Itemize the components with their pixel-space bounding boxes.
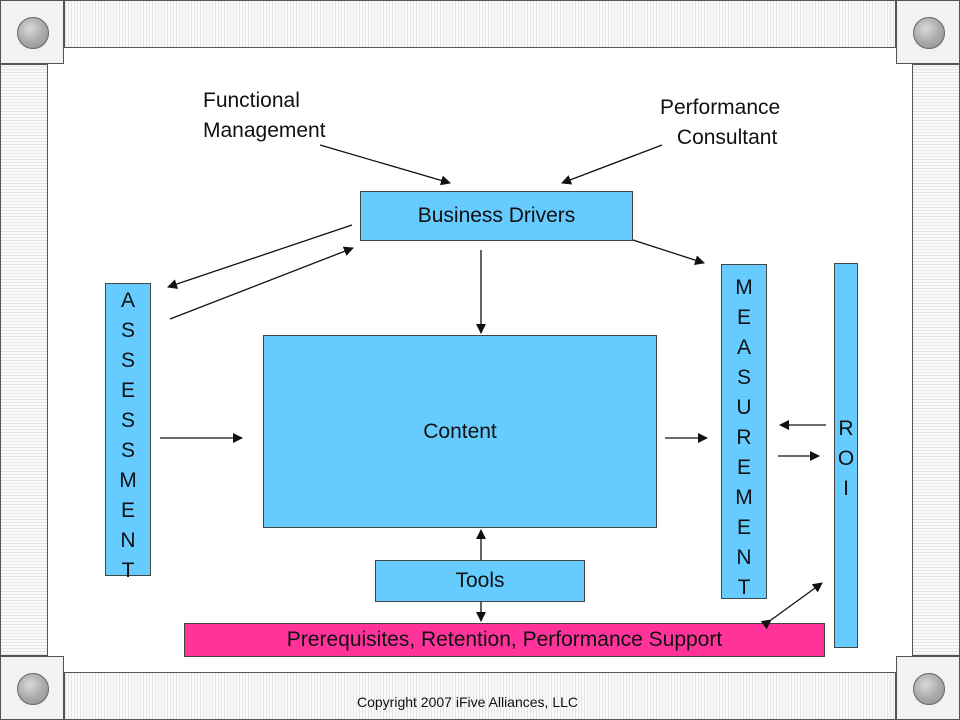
business-drivers-box: Business Drivers: [360, 191, 633, 241]
knob-icon: [913, 673, 945, 705]
prerequisites-box: Prerequisites, Retention, Performance Su…: [184, 623, 825, 657]
measurement-letter: S: [736, 366, 751, 389]
measurement-letter: A: [736, 336, 751, 359]
roi-letter: R: [838, 417, 854, 440]
frame-left-bar: [0, 64, 48, 656]
assessment-box: A S S E S S M E N T: [105, 283, 151, 582]
measurement-letter: M: [735, 276, 753, 299]
frame-top-bar: [64, 0, 896, 48]
arrow-functional-to-drivers: [319, 144, 451, 186]
assessment-letter: N: [120, 529, 136, 552]
assessment-letter: E: [120, 499, 135, 522]
arrow-drivers-to-assessment: [167, 224, 353, 289]
knob-icon: [913, 17, 945, 49]
measurement-letter: R: [736, 426, 752, 449]
assessment-letter: S: [120, 439, 135, 462]
performance-consultant-label: Performance Consultant: [660, 93, 780, 153]
assessment-letter: E: [120, 379, 135, 402]
roi-box: R O I: [834, 263, 858, 648]
functional-line2: Management: [203, 119, 326, 142]
frame-corner-top-right: [896, 0, 960, 64]
measurement-letter: M: [735, 486, 753, 509]
measurement-letter: T: [737, 576, 751, 599]
measurement-letter: E: [736, 456, 751, 479]
knob-icon: [17, 17, 49, 49]
measurement-letter: E: [736, 306, 751, 329]
measurement-letter: E: [736, 516, 751, 539]
performance-line2: Consultant: [676, 126, 778, 149]
assessment-letter: T: [121, 559, 135, 582]
assessment-letter: S: [120, 409, 135, 432]
measurement-letter: N: [736, 546, 752, 569]
assessment-letter: S: [120, 349, 135, 372]
frame-corner-bottom-right: [896, 656, 960, 720]
arrow-performance-to-drivers: [561, 144, 663, 185]
functional-line1: Functional: [203, 89, 300, 112]
frame-corner-top-left: [0, 0, 64, 64]
copyright-footer: Copyright 2007 iFive Alliances, LLC: [357, 694, 579, 710]
frame-corner-bottom-left: [0, 656, 64, 720]
arrow-assessment-to-drivers: [169, 246, 354, 320]
performance-line1: Performance: [660, 96, 781, 119]
content-box: Content: [263, 335, 657, 528]
measurement-box: M E A S U R E M E N T: [721, 264, 767, 599]
arrow-prerequisites-to-roi: [760, 582, 823, 630]
knob-icon: [17, 673, 49, 705]
arrow-drivers-to-measurement: [632, 239, 705, 265]
frame-bottom-bar: [64, 672, 896, 720]
functional-management-label: Functional Management: [203, 86, 326, 146]
assessment-letter: S: [120, 319, 135, 342]
measurement-letter: U: [736, 396, 752, 419]
tools-box: Tools: [375, 560, 585, 602]
roi-letter: I: [843, 477, 849, 500]
frame-right-bar: [912, 64, 960, 656]
assessment-letter: A: [120, 289, 135, 312]
assessment-letter: M: [119, 469, 137, 492]
roi-letter: O: [837, 447, 855, 470]
